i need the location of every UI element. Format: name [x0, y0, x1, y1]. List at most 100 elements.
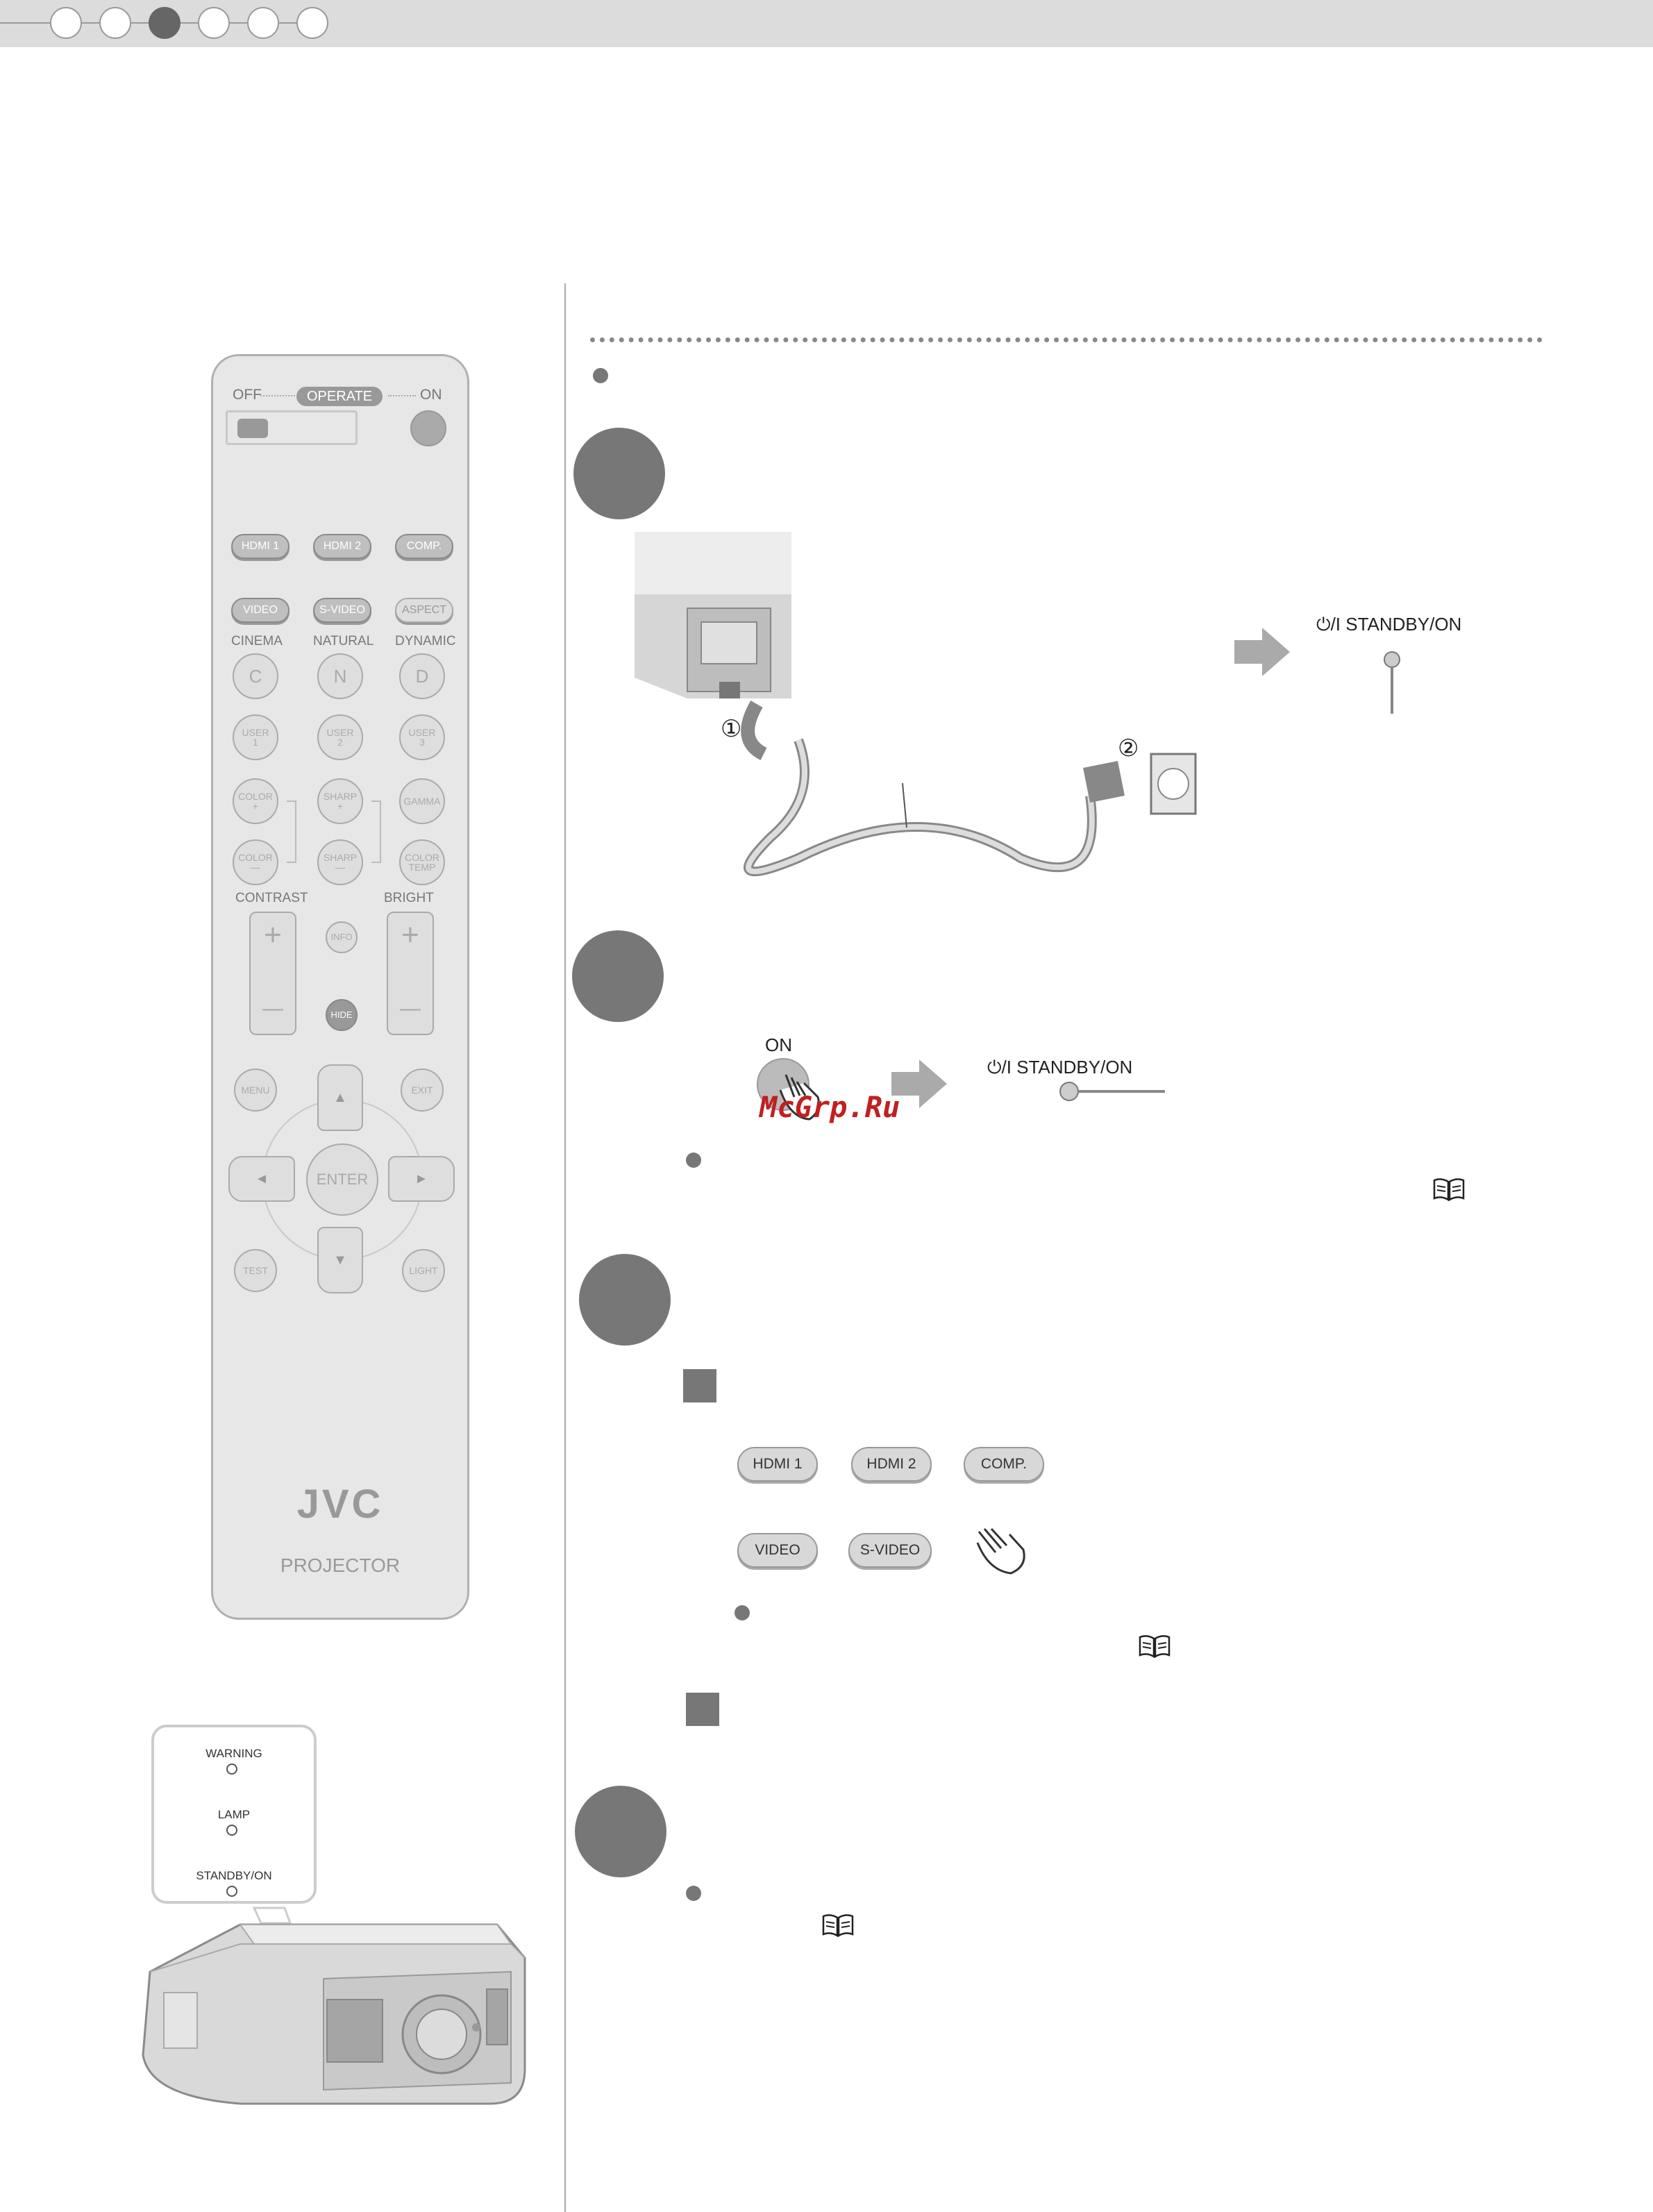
step-dot-5: [247, 7, 279, 39]
step3-hdmi1-button[interactable]: HDMI 1: [737, 1447, 818, 1482]
step3-pointing-hand-icon: [976, 1527, 1025, 1575]
bright-label: BRIGHT: [384, 891, 434, 905]
projector-label: PROJECTOR: [280, 1555, 401, 1576]
color-temp-button[interactable]: COLOR TEMP: [399, 839, 445, 885]
step2-standby-led: [1059, 1082, 1079, 1101]
watermark: McGrp.Ru: [760, 1090, 900, 1124]
step1-marker: [573, 428, 665, 519]
contrast-rocker[interactable]: + —: [249, 912, 296, 1035]
user3-button[interactable]: USER 3: [399, 714, 445, 760]
warning-label: WARNING: [205, 1747, 262, 1760]
test-button[interactable]: TEST: [234, 1249, 277, 1292]
step1-arrow-icon: [1234, 628, 1290, 676]
step4-marker: [575, 1786, 666, 1877]
contrast-label: CONTRAST: [235, 891, 308, 905]
standby-label: STANDBY/ON: [196, 1869, 272, 1882]
gamma-button[interactable]: GAMMA: [399, 778, 445, 824]
step2-marker: [572, 930, 664, 1022]
cinema-label: CINEMA: [231, 634, 283, 648]
step1-standby-led: [1384, 651, 1400, 668]
bright-plus: +: [401, 918, 419, 952]
dynamic-label: DYNAMIC: [395, 634, 456, 648]
exit-button[interactable]: EXIT: [401, 1069, 444, 1112]
dynamic-button[interactable]: D: [399, 653, 445, 699]
step-dot-4: [198, 7, 230, 39]
remote-svideo-button[interactable]: S-VIDEO: [313, 598, 371, 623]
step1-marker1: ①: [721, 716, 742, 742]
on-button[interactable]: [410, 410, 446, 446]
step1-standby-label: ⏻/I STANDBY/ON: [1316, 614, 1462, 635]
remote-aspect-button[interactable]: ASPECT: [395, 598, 453, 623]
step3-hdmi2-button[interactable]: HDMI 2: [851, 1447, 932, 1482]
user2-button[interactable]: USER 2: [317, 714, 363, 760]
up-button[interactable]: ▲: [317, 1064, 363, 1131]
step1-led-line: [1391, 668, 1393, 714]
step2-standby-label: ⏻/I STANDBY/ON: [987, 1057, 1133, 1078]
remote-video-button[interactable]: VIDEO: [231, 598, 290, 623]
color-bracket: [287, 801, 296, 863]
step2-led-line: [1079, 1090, 1165, 1093]
lamp-led: [226, 1825, 237, 1836]
natural-button[interactable]: N: [317, 653, 363, 699]
color-plus-button[interactable]: COLOR +: [233, 778, 278, 824]
step3-marker: [579, 1254, 671, 1346]
step2-reference-book-icon: [1433, 1178, 1465, 1201]
enter-button[interactable]: ENTER: [306, 1143, 378, 1216]
contrast-plus: +: [264, 918, 282, 952]
projector-illustration: [142, 1907, 526, 2105]
dotted-line-right: [388, 395, 416, 396]
step3-sub-a-marker: [683, 1369, 716, 1402]
menu-button[interactable]: MENU: [234, 1069, 277, 1112]
step3-sub-b-marker: [686, 1693, 719, 1726]
contrast-minus: —: [262, 997, 283, 1020]
dotted-line-left: [260, 395, 295, 396]
down-button[interactable]: ▼: [317, 1227, 363, 1293]
jvc-logo: JVC: [296, 1482, 384, 1527]
operate-label: OPERATE: [296, 387, 383, 406]
step3-comp-button[interactable]: COMP.: [964, 1447, 1044, 1482]
user1-button[interactable]: USER 1: [233, 714, 278, 760]
step1-marker2: ②: [1118, 735, 1139, 762]
section-rule: [590, 337, 1543, 342]
step-dot-3: [149, 7, 181, 39]
bright-rocker[interactable]: + —: [387, 912, 434, 1035]
remote-hdmi1-button[interactable]: HDMI 1: [231, 534, 290, 559]
step3-svideo-button[interactable]: S-VIDEO: [848, 1533, 932, 1568]
column-divider: [564, 283, 566, 2212]
left-button[interactable]: ◄: [228, 1156, 295, 1202]
step4-bullet: [686, 1886, 701, 1901]
power-cord-illustration: [635, 532, 1197, 877]
sharp-minus-button[interactable]: SHARP —: [317, 839, 363, 885]
step3-bullet: [735, 1605, 750, 1620]
warning-led: [226, 1763, 237, 1775]
standby-led: [226, 1886, 237, 1897]
step-dot-1: [50, 7, 82, 39]
remote-control: OFF OPERATE ON HDMI 1 HDMI 2 COMP. VIDEO…: [211, 354, 469, 1620]
remote-comp-button[interactable]: COMP.: [395, 534, 453, 559]
hide-button[interactable]: HIDE: [326, 999, 358, 1031]
intro-bullet: [593, 368, 608, 383]
natural-label: NATURAL: [313, 634, 374, 648]
bright-minus: —: [400, 997, 421, 1020]
right-button[interactable]: ►: [388, 1156, 455, 1202]
sharp-bracket: [371, 801, 381, 863]
step3-video-button[interactable]: VIDEO: [737, 1533, 818, 1568]
cinema-button[interactable]: C: [233, 653, 278, 699]
step2-arrow-icon: [891, 1059, 947, 1108]
operate-slider-track[interactable]: [226, 410, 358, 445]
color-minus-button[interactable]: COLOR —: [233, 839, 278, 885]
step3-reference-book-icon: [1139, 1635, 1170, 1658]
operate-slider-knob[interactable]: [237, 419, 268, 438]
step2-bullet: [686, 1153, 701, 1168]
step2-pointing-hand-icon: [779, 1074, 820, 1121]
remote-hdmi2-button[interactable]: HDMI 2: [313, 534, 371, 559]
step4-reference-book-icon: [822, 1914, 854, 1937]
on-label: ON: [420, 387, 442, 403]
lamp-label: LAMP: [217, 1808, 251, 1821]
off-label: OFF: [233, 387, 262, 403]
info-button[interactable]: INFO: [326, 921, 358, 953]
step-dot-6: [296, 7, 328, 39]
light-button[interactable]: LIGHT: [402, 1249, 445, 1292]
sharp-plus-button[interactable]: SHARP +: [317, 778, 363, 824]
step2-on-label: ON: [765, 1034, 792, 1055]
